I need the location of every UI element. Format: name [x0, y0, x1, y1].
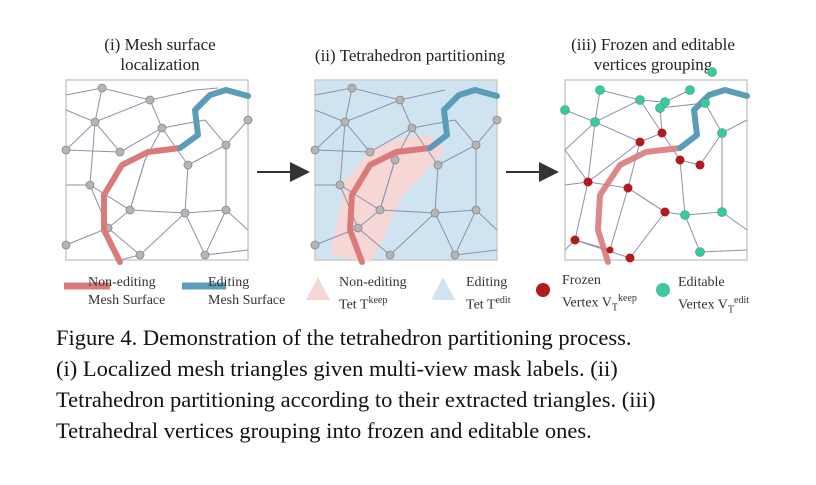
- legend-frozen-vertex-prefix: Vertex V: [562, 295, 612, 311]
- legend-non-editing-tet: Non-editing Tet Tkeep: [339, 274, 407, 315]
- panel-2-mesh: [310, 79, 502, 265]
- legend-editable-vertex-sub: T: [727, 304, 735, 316]
- legend-editable-vertex: Editable Vertex VTedit: [678, 274, 749, 319]
- legend-editing-tet-line2: Tet Tedit: [466, 292, 510, 315]
- caption-line-2: (i) Localized mesh triangles given multi…: [56, 356, 618, 381]
- legend-non-editing-tet-line1: Non-editing: [339, 275, 407, 290]
- panel-2-editing-surface: [427, 87, 500, 151]
- panel-2-nodes: [310, 83, 502, 260]
- legend-frozen-vertex: Frozen Vertex VTkeep: [562, 272, 637, 317]
- caption-line-1: Figure 4. Demonstration of the tetrahedr…: [56, 325, 632, 350]
- legend-non-editing-surface-line2: Mesh Surface: [88, 293, 166, 308]
- legend-editing-tet-swatch: [431, 277, 455, 300]
- panel-2-non-editing-surface: [347, 145, 433, 265]
- legend-editable-vertex-prefix: Vertex V: [678, 297, 728, 313]
- legend-frozen-vertex-sup: keep: [618, 293, 637, 304]
- panel-1-non-editing-surface: [101, 145, 183, 265]
- legend-non-editing-tet-prefix: Tet T: [339, 297, 369, 313]
- panel-1-nodes: [61, 83, 253, 260]
- legend-editable-vertex-line1: Editable: [678, 275, 725, 290]
- panel-3-title-line1: (iii) Frozen and editable: [571, 35, 735, 54]
- legend-editing-tet-prefix: Tet T: [466, 297, 496, 313]
- legend-non-editing-tet-swatch: [306, 277, 330, 300]
- panel-2-title: (ii) Tetrahedron partitioning: [290, 46, 530, 66]
- panel-2-title-line1: (ii) Tetrahedron partitioning: [314, 46, 506, 65]
- panel-3-editable-vertices: [560, 67, 727, 257]
- legend-frozen-vertex-line1: Frozen: [562, 273, 601, 288]
- legend-editable-vertex-swatch: [656, 283, 670, 297]
- panel-3-non-editing-surface: [595, 145, 683, 265]
- panel-1-mesh: [61, 79, 253, 265]
- legend-non-editing-surface: Non-editing Mesh Surface: [88, 274, 165, 310]
- legend-editable-vertex-line2: Vertex VTedit: [678, 292, 749, 319]
- figure-diagram: [61, 67, 750, 300]
- panel-3-title: (iii) Frozen and editable vertices group…: [548, 35, 758, 75]
- legend-frozen-vertex-swatch: [536, 283, 550, 297]
- panel-3-mesh: [560, 67, 750, 265]
- legend-non-editing-surface-line1: Non-editing: [88, 275, 156, 290]
- panel-1-title-line1: (i) Mesh surface: [104, 35, 216, 54]
- legend-frozen-vertex-sub: T: [611, 302, 619, 314]
- legend-editing-tet-line1: Editing: [466, 275, 508, 290]
- legend-frozen-vertex-line2: Vertex VTkeep: [562, 290, 637, 317]
- panel-3-title-line2: vertices grouping: [593, 55, 713, 74]
- panel-1-title: (i) Mesh surface localization: [70, 35, 250, 75]
- legend-editing-tet-sup: edit: [495, 295, 511, 306]
- panel-1-title-line2: localization: [120, 55, 200, 74]
- legend-editing-surface-line1: Editing: [208, 275, 250, 290]
- caption-line-4: Tetrahedral vertices grouping into froze…: [56, 418, 592, 443]
- panel-1-frame: [65, 79, 249, 261]
- caption-line-3: Tetrahedron partitioning according to th…: [56, 387, 656, 412]
- panel-1-editing-surface: [177, 87, 251, 151]
- legend-editing-surface-line2: Mesh Surface: [208, 293, 286, 308]
- legend-non-editing-tet-sup: keep: [368, 295, 388, 306]
- figure-caption: Figure 4. Demonstration of the tetrahedr…: [56, 322, 776, 446]
- panel-3-frozen-vertices: [570, 128, 705, 263]
- legend-editing-surface: Editing Mesh Surface: [208, 274, 285, 310]
- legend-editable-vertex-sup: edit: [734, 295, 750, 306]
- legend-editing-tet: Editing Tet Tedit: [466, 274, 510, 315]
- legend-non-editing-tet-line2: Tet Tkeep: [339, 292, 407, 315]
